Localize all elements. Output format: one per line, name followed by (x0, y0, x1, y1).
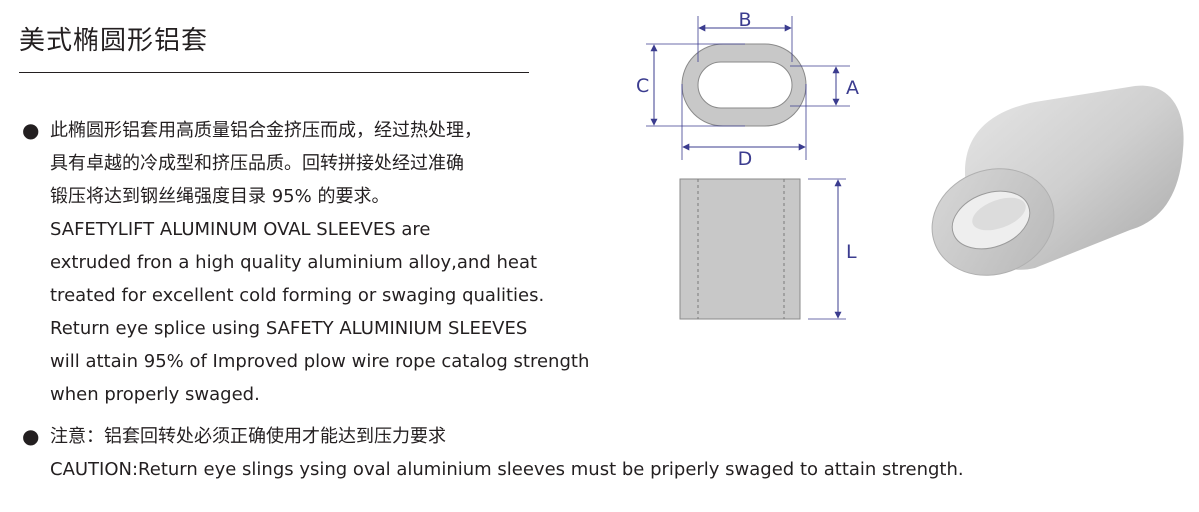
text-line: 锻压将达到钢丝绳强度目录 95% 的要求。 (50, 186, 390, 207)
dim-l-label: L (846, 241, 857, 263)
dim-b-label: B (738, 9, 751, 31)
text-line: 此椭圆形铝套用高质量铝合金挤压而成，经过热处理， (50, 120, 482, 141)
text-line: when properly swaged. (50, 384, 260, 405)
text-line: CAUTION:Return eye slings ysing oval alu… (50, 459, 964, 480)
text-line: treated for excellent cold forming or sw… (50, 285, 545, 306)
text-line: will attain 95% of Improved plow wire ro… (50, 351, 590, 372)
text-line: Return eye splice using SAFETY ALUMINIUM… (50, 318, 528, 339)
text-line: 注意：铝套回转处必须正确使用才能达到压力要求 (50, 426, 446, 447)
sleeve-side-view (679, 178, 801, 320)
sleeve-product-image (931, 85, 1184, 276)
title-underline (19, 72, 529, 73)
text-line: SAFETYLIFT ALUMINUM OVAL SLEEVES are (50, 219, 431, 240)
bullet-caution: ● 注意：铝套回转处必须正确使用才能达到压力要求 CAUTION:Return … (22, 420, 1122, 486)
text-line: extruded fron a high quality aluminium a… (50, 252, 538, 273)
dim-a-label: A (846, 77, 859, 99)
text-line: 具有卓越的冷成型和挤压品质。回转拼接处经过准确 (50, 153, 464, 174)
dim-c-label: C (636, 75, 649, 97)
bullet-description: ● 此椭圆形铝套用高质量铝合金挤压而成，经过热处理， 具有卓越的冷成型和挤压品质… (22, 114, 642, 411)
bullet-icon: ● (22, 118, 40, 142)
page-title: 美式椭圆形铝套 (19, 26, 209, 56)
dim-d-label: D (738, 148, 753, 170)
bullet-icon: ● (22, 424, 40, 448)
sleeve-dimension-diagram: B C A D L (636, 9, 859, 320)
sleeve-top-view-hole (697, 61, 793, 109)
